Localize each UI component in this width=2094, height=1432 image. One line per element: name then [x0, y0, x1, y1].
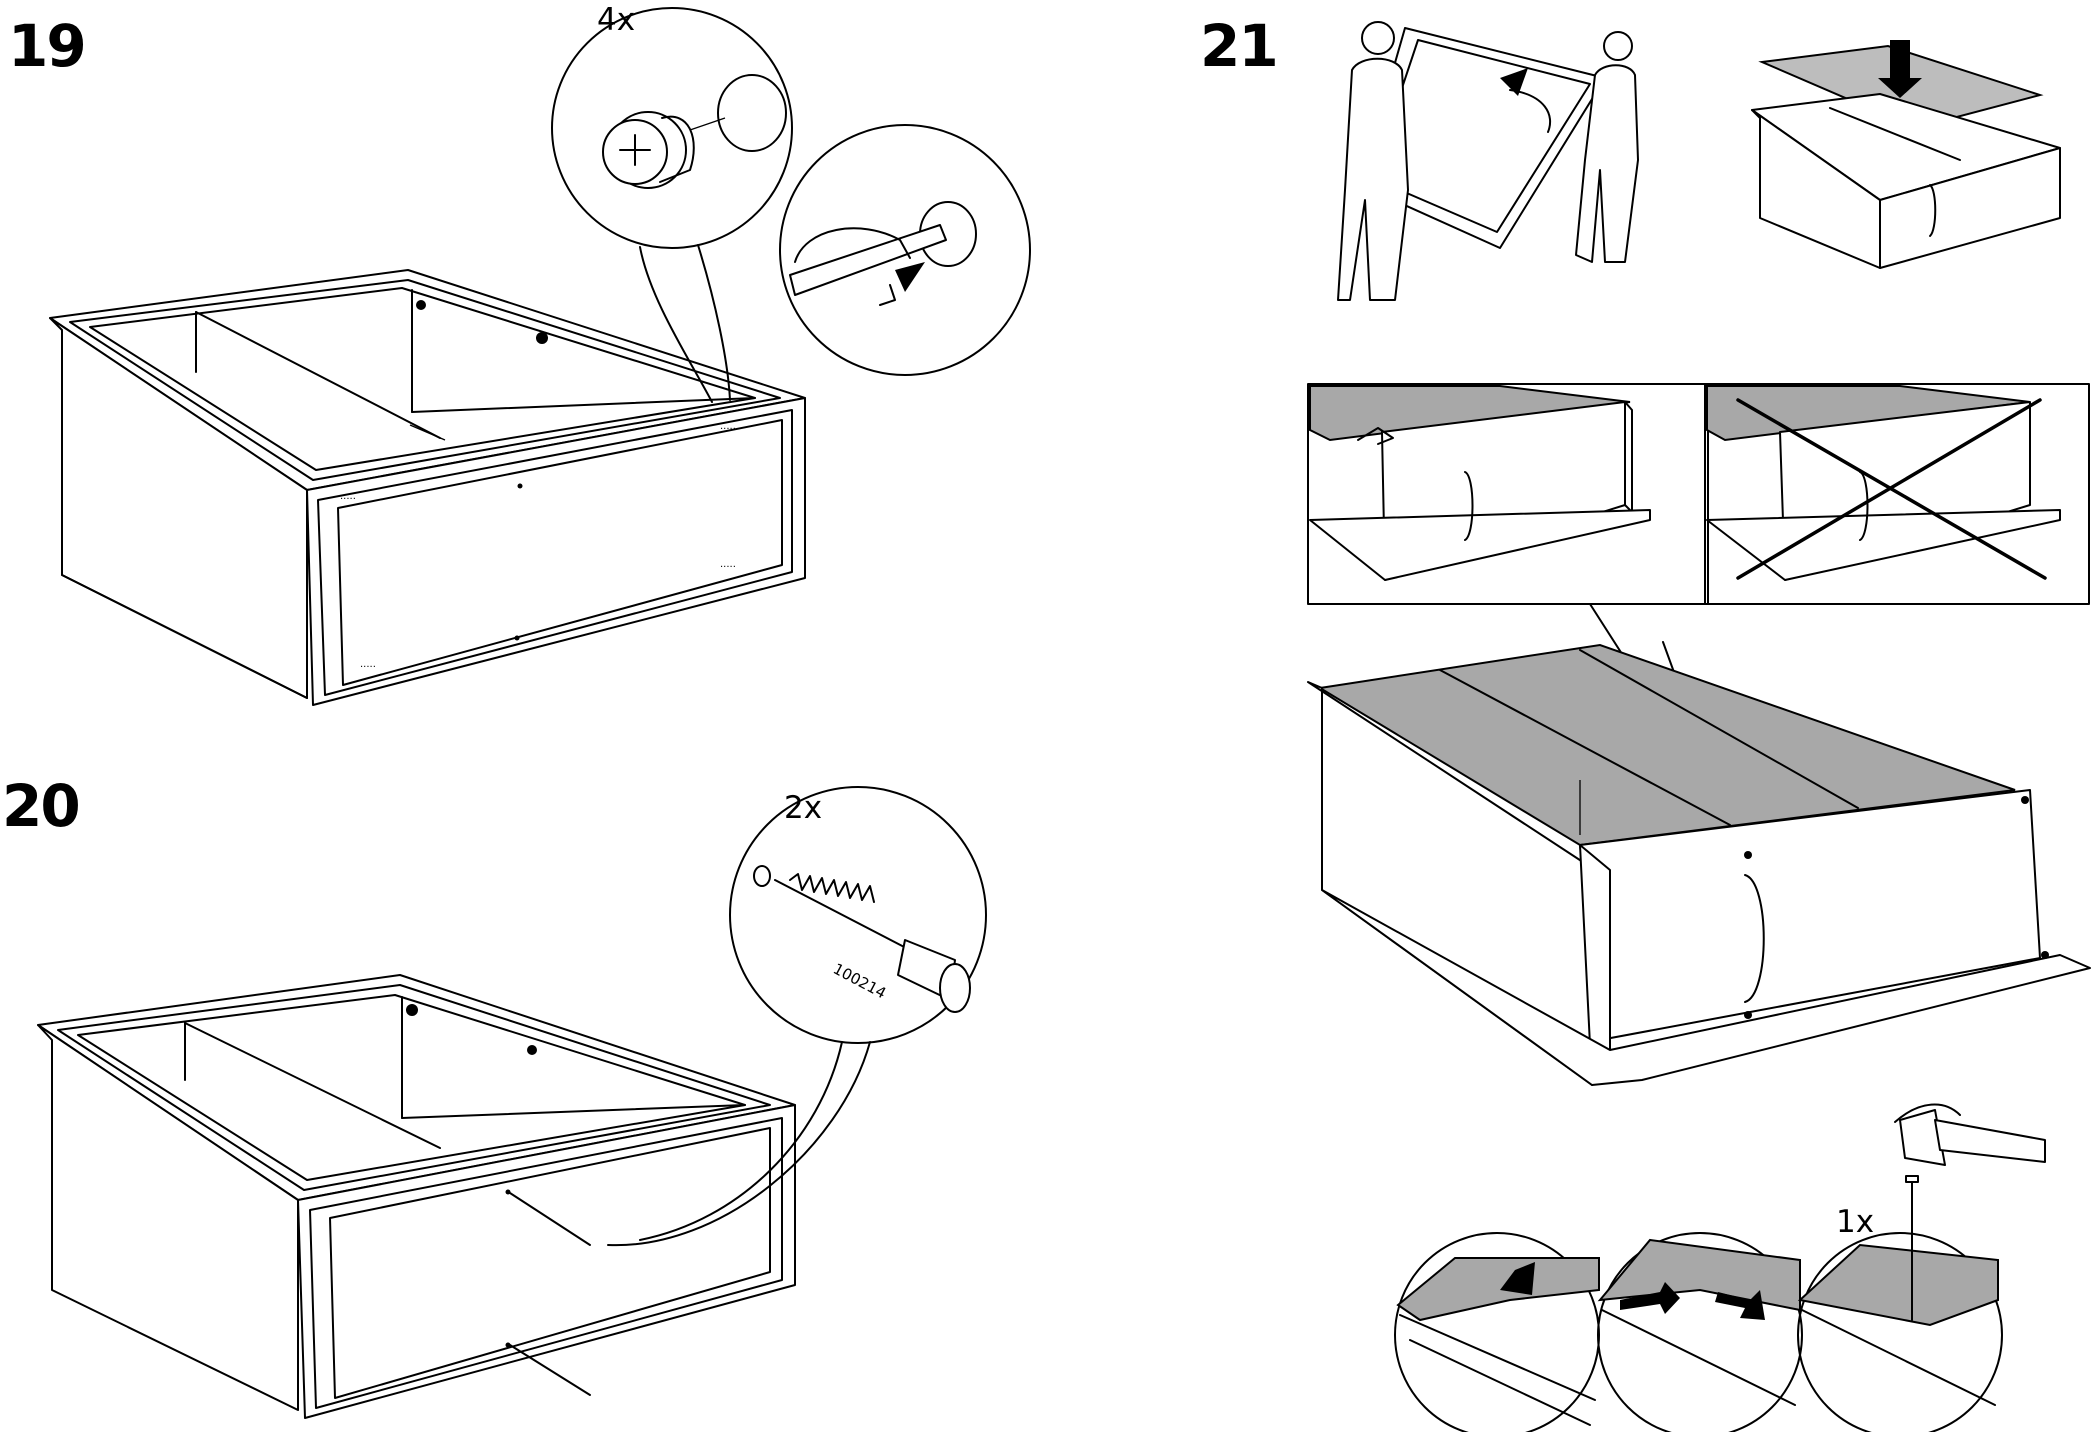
- screwdriver-callout: [780, 125, 1030, 375]
- screwdriver-turn-arrow-icon: [790, 202, 976, 305]
- persons-flipping-frame-icon: [1338, 22, 1638, 300]
- step-19: 19 ····· ····· ··: [8, 2, 1030, 705]
- step-21-number: 21: [1200, 12, 1277, 80]
- step-19-bed-frame-illustration: ····· ····· ····· ·····: [50, 270, 805, 705]
- step-21-nail-qty: 1x: [1836, 1204, 1874, 1240]
- part-number-label: 100214: [830, 960, 889, 1003]
- svg-text:·····: ·····: [340, 494, 356, 505]
- step-20: 20 2x: [2, 772, 986, 1418]
- step-20-qty: 2x: [784, 790, 822, 826]
- cam-lock-fitting-icon: [603, 112, 694, 188]
- step-21: 21: [1200, 12, 2090, 1432]
- edge-detail-circles: 1x: [1395, 1105, 2045, 1432]
- wrong-detail-panel: [1705, 384, 2089, 604]
- svg-text:·····: ·····: [720, 562, 736, 573]
- step-21-bed-frame-illustration: [1308, 645, 2090, 1085]
- step-20-bed-frame-illustration: [38, 975, 795, 1418]
- step-20-number: 20: [2, 772, 79, 840]
- step-19-number: 19: [8, 12, 85, 80]
- hammer-icon: [1895, 1105, 2045, 1165]
- step-19-qty: 4x: [597, 2, 635, 38]
- svg-text:·····: ·····: [720, 424, 736, 435]
- dowel-hole-icon: [718, 75, 786, 151]
- correct-detail-panel: [1308, 384, 1708, 604]
- svg-text:·····: ·····: [360, 662, 376, 673]
- place-back-panel-icon: [1752, 40, 2060, 268]
